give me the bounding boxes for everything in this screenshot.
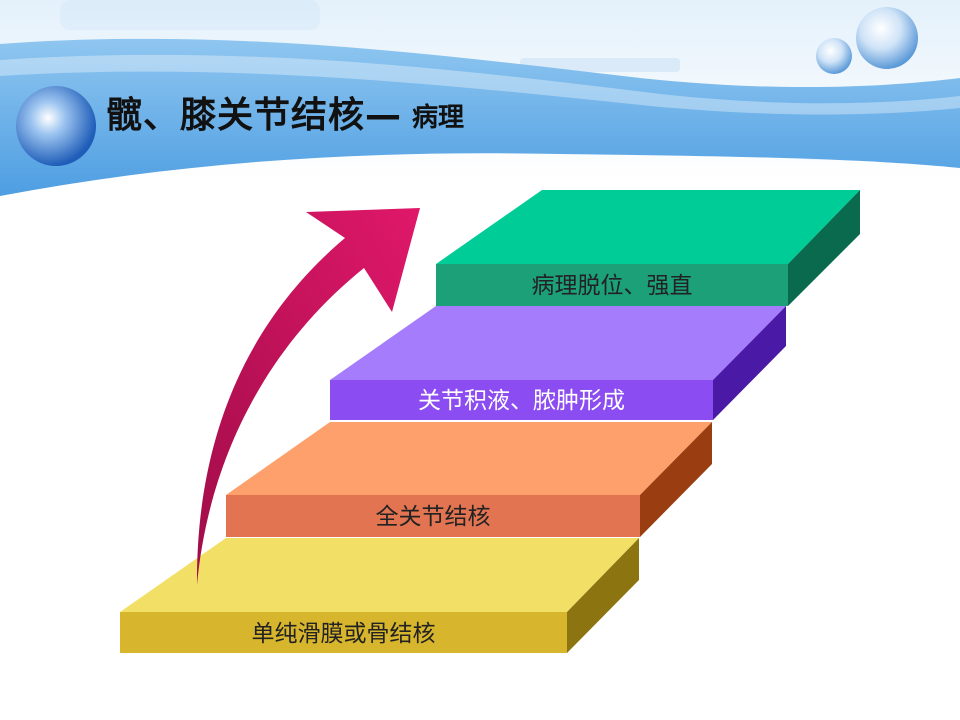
step-label-4: 病理脱位、强直	[531, 273, 693, 299]
curved-up-arrow-icon	[196, 208, 420, 585]
page-title: 髋、膝关节结核— 病理	[106, 82, 464, 142]
stair-step-3	[330, 306, 786, 420]
title-main: 髋、膝关节结核—	[106, 95, 403, 136]
stair-step-1	[120, 538, 639, 653]
sphere-orb-icon	[16, 86, 96, 166]
header-band	[0, 38, 960, 197]
stair-step-4	[436, 190, 860, 306]
title-sub: 病理	[412, 102, 465, 133]
step-label-3: 关节积液、脓肿形成	[418, 388, 625, 414]
header-band-highlight	[0, 54, 960, 115]
step-label-1: 单纯滑膜或骨结核	[251, 621, 436, 647]
sphere-orb-icon	[816, 38, 852, 74]
sphere-orb-icon	[856, 7, 918, 69]
step-label-2: 全关节结核	[375, 504, 491, 530]
stair-step-2	[226, 422, 712, 537]
